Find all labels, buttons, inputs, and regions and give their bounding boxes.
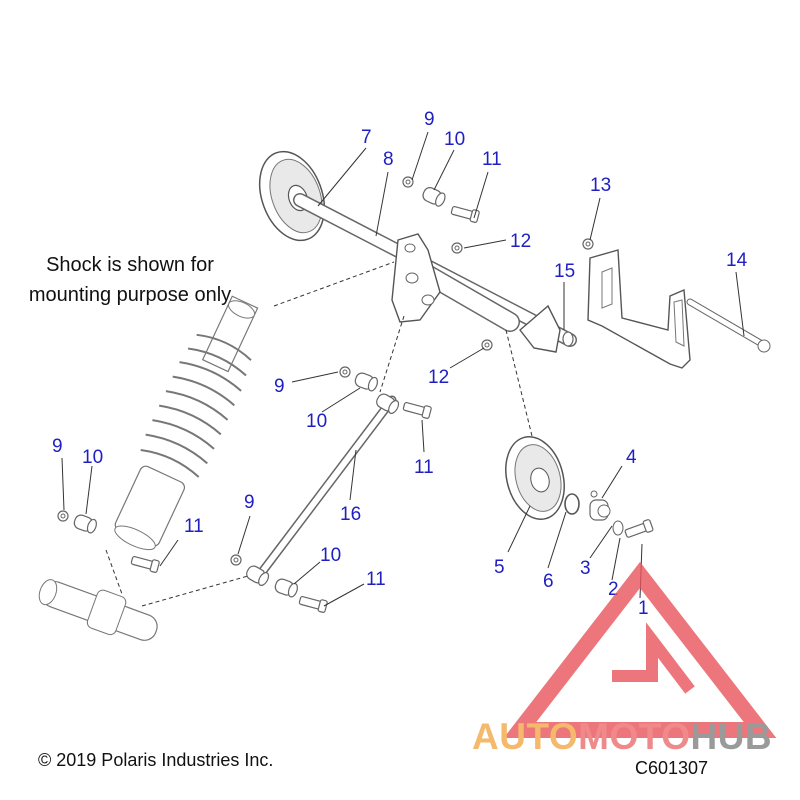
callout-10: 10 [82, 447, 103, 468]
callout-15: 15 [554, 261, 575, 282]
callout-9: 9 [424, 109, 435, 130]
callout-10: 10 [444, 129, 465, 150]
shock-note: Shock is shown for mounting purpose only [28, 254, 232, 306]
callout-3: 3 [580, 558, 591, 579]
mounting-bracket [391, 233, 561, 353]
link-arm [243, 391, 402, 588]
callout-9: 9 [244, 492, 255, 513]
callout-2: 2 [608, 579, 619, 600]
callout-12: 12 [510, 231, 531, 252]
drawing-code: C601307 [635, 758, 709, 778]
watermark-logo [503, 561, 777, 738]
callout-9: 9 [274, 376, 285, 397]
callout-6: 6 [543, 571, 554, 592]
callout-numbers: 7 8 9 10 11 12 13 14 15 12 9 10 11 16 9 … [52, 109, 748, 619]
idler-wheel-lower [505, 436, 565, 520]
callout-11: 11 [366, 569, 386, 590]
callout-11: 11 [184, 516, 204, 537]
callout-11: 11 [414, 457, 434, 478]
callout-8: 8 [383, 149, 394, 170]
callout-10: 10 [320, 545, 341, 566]
callout-5: 5 [494, 557, 505, 578]
callout-10: 10 [306, 411, 327, 432]
callout-9: 9 [52, 436, 63, 457]
long-bolt [686, 298, 771, 353]
hardware [57, 176, 655, 614]
watermark-text: AUTOMOTOHUB [472, 716, 773, 757]
callout-1: 1 [638, 598, 649, 619]
callout-14: 14 [726, 250, 748, 271]
shock-absorber [38, 295, 259, 641]
lower-shaft [38, 579, 158, 641]
copyright-text: © 2019 Polaris Industries Inc. [38, 750, 274, 770]
callout-16: 16 [340, 504, 361, 525]
callout-4: 4 [626, 447, 637, 468]
callout-11: 11 [482, 149, 502, 170]
idler-wheel-upper [258, 150, 326, 242]
callout-13: 13 [590, 175, 611, 196]
callout-12: 12 [428, 367, 449, 388]
assembly-lines [105, 261, 533, 607]
leader-lines [61, 131, 745, 607]
callout-7: 7 [361, 127, 372, 148]
rail-bracket [587, 249, 691, 369]
